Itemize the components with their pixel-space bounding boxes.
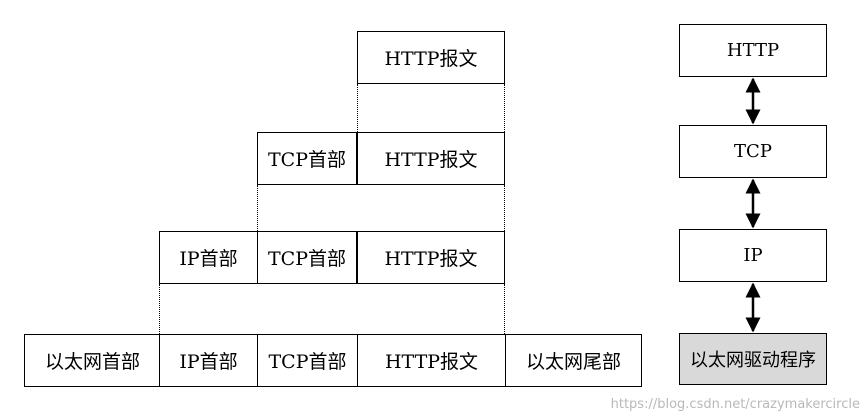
tcp-header-box: TCP首部 bbox=[257, 132, 357, 185]
dotted-guide-line bbox=[159, 284, 160, 334]
stack-ethernet-driver-layer: 以太网驱动程序 bbox=[679, 333, 827, 385]
http-message-box: HTTP报文 bbox=[357, 334, 506, 387]
stack-tcp-layer: TCP bbox=[679, 125, 827, 178]
stack-http-layer: HTTP bbox=[679, 24, 827, 77]
dotted-guide-line bbox=[504, 284, 505, 334]
stack-ip-layer: IP bbox=[679, 229, 827, 282]
ip-header-box: IP首部 bbox=[159, 231, 258, 284]
ethernet-header-box: 以太网首部 bbox=[24, 334, 161, 387]
dotted-guide-line bbox=[357, 84, 358, 132]
dotted-guide-line bbox=[257, 185, 258, 231]
dotted-guide-line bbox=[504, 185, 505, 231]
http-message-box: HTTP报文 bbox=[357, 231, 505, 284]
tcp-header-box: TCP首部 bbox=[257, 231, 357, 284]
tcp-header-box: TCP首部 bbox=[257, 334, 358, 387]
http-message-box: HTTP报文 bbox=[357, 132, 505, 185]
http-message-box: HTTP报文 bbox=[357, 31, 505, 84]
ethernet-trailer-box: 以太网尾部 bbox=[505, 334, 642, 387]
dotted-guide-line bbox=[504, 84, 505, 132]
ip-header-box: IP首部 bbox=[159, 334, 258, 387]
watermark: https://blog.csdn.net/crazymakercircle bbox=[610, 397, 860, 412]
